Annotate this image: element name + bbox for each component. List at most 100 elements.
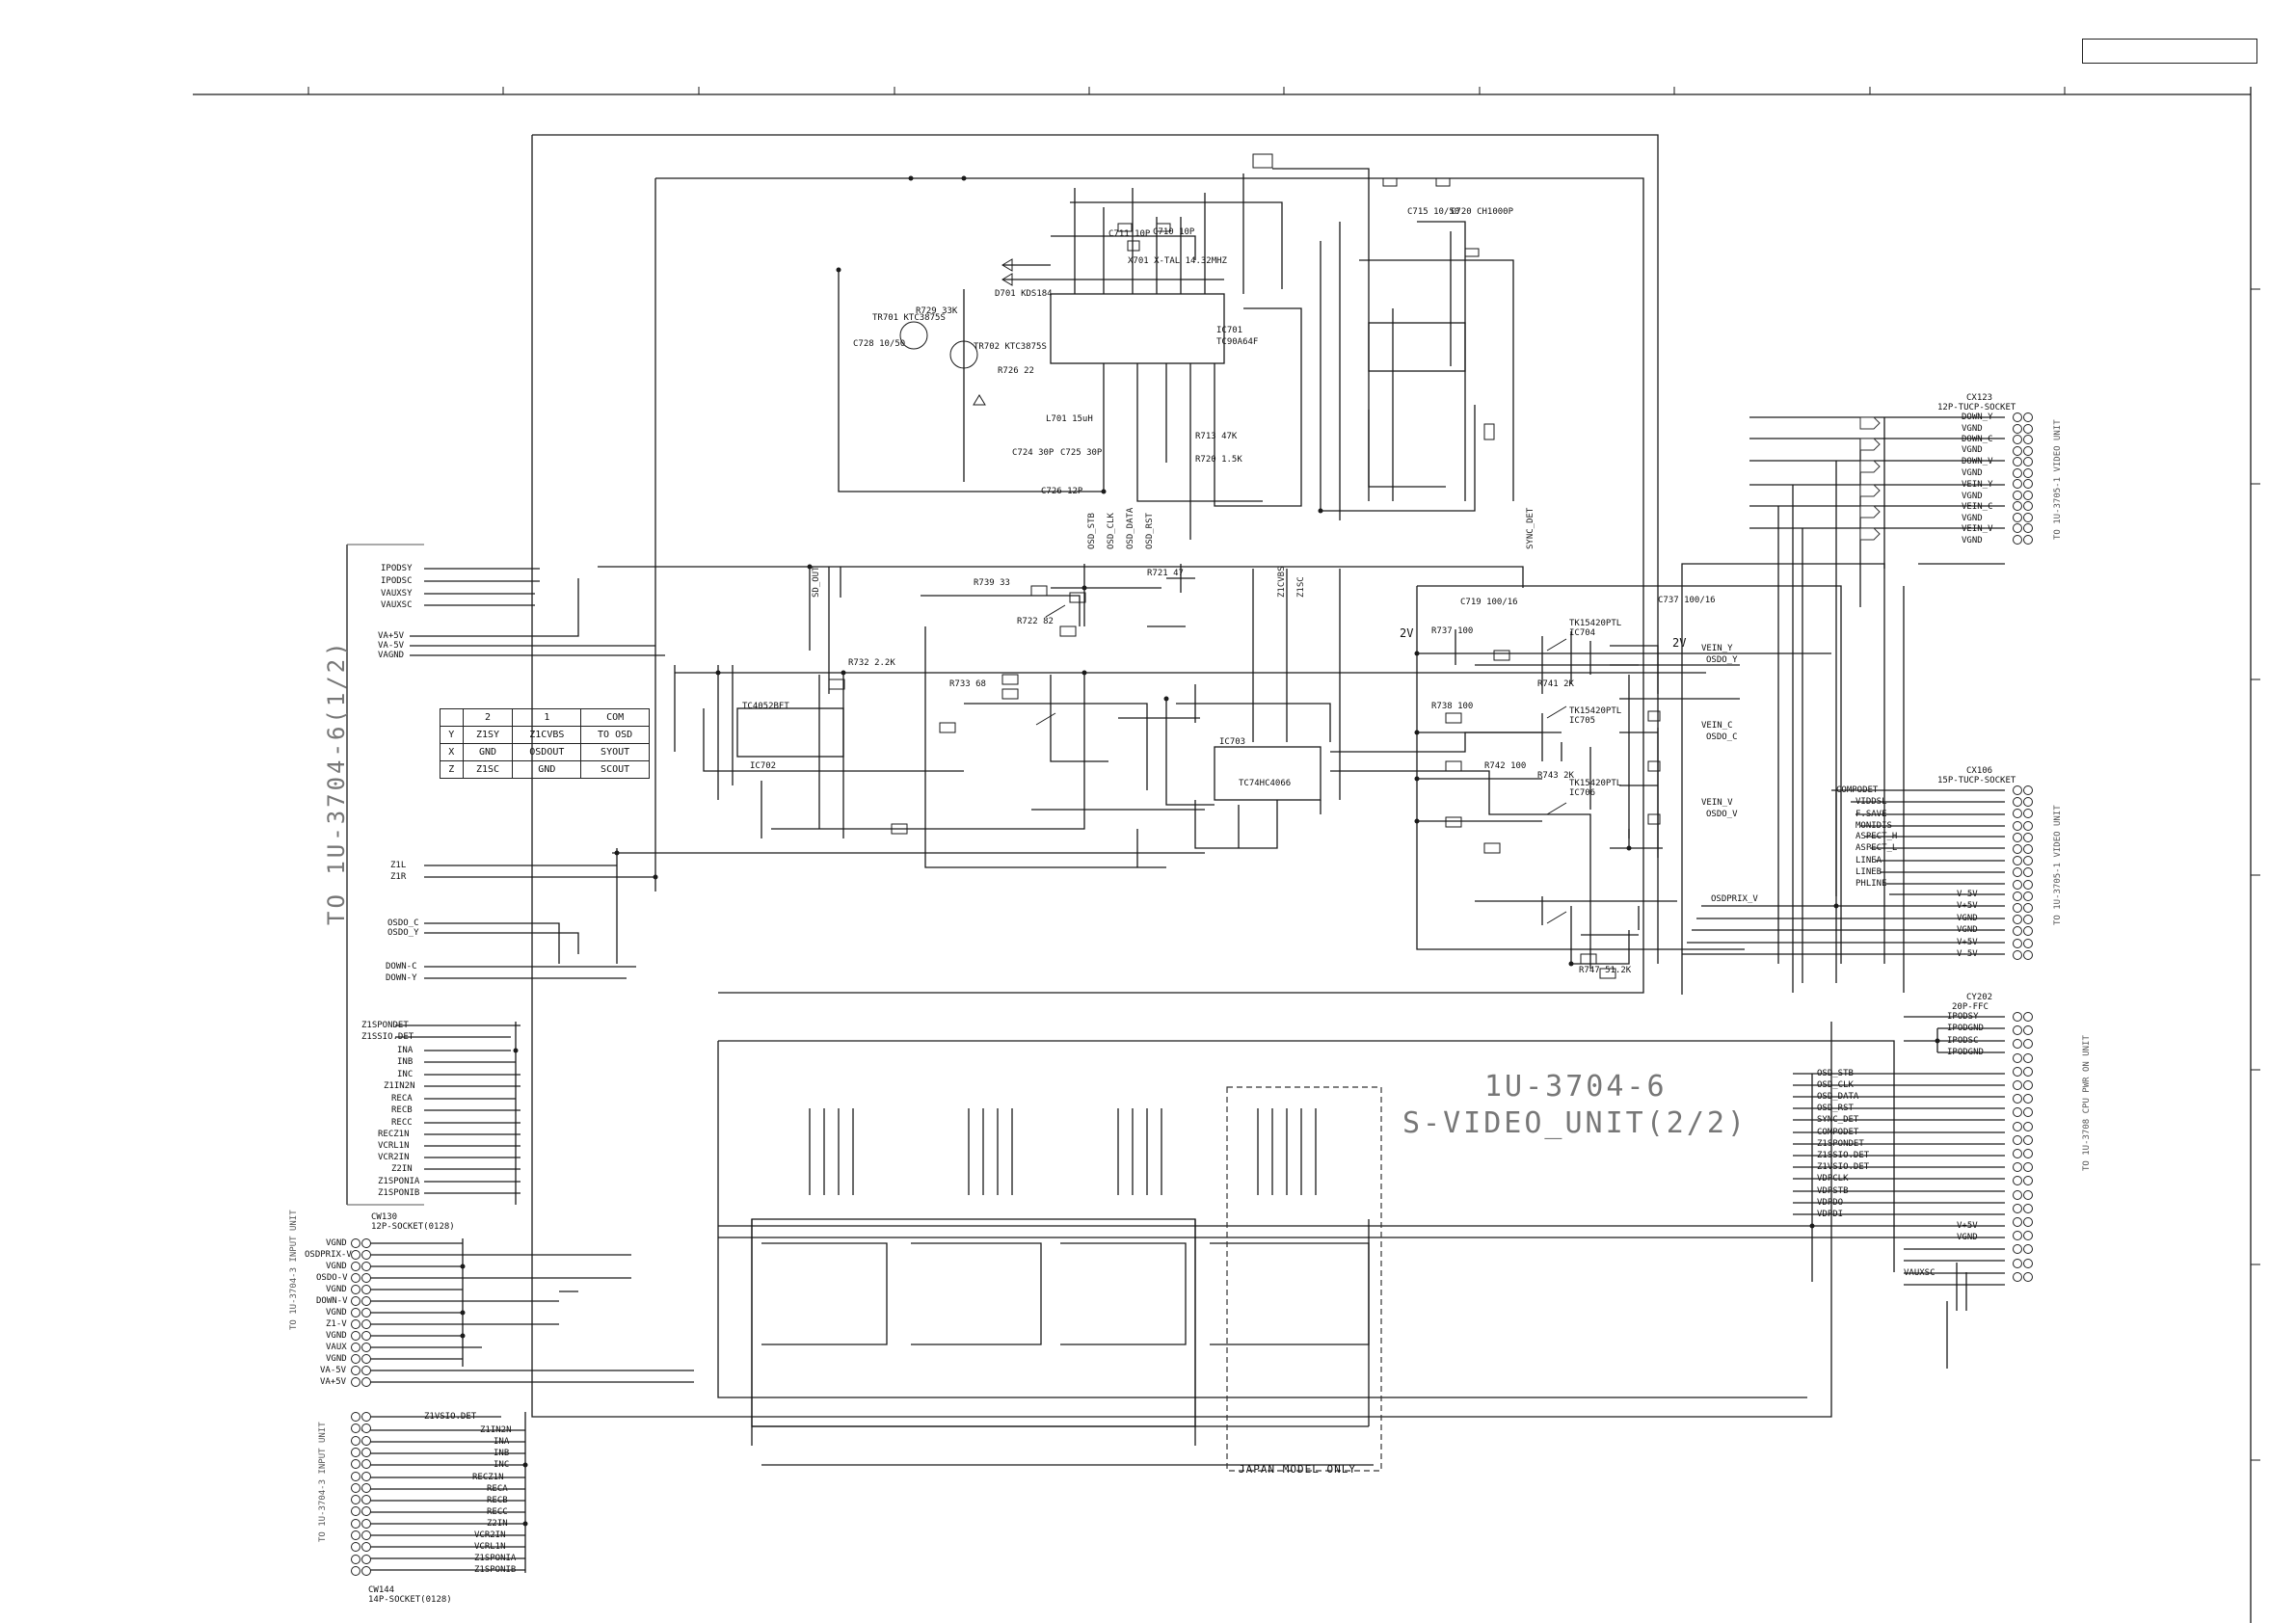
- connector-pin: [2023, 879, 2033, 890]
- ic-label-ic704: IC704: [1569, 628, 1596, 638]
- connector-pin: [351, 1354, 360, 1364]
- ic-label-ic705: IC705: [1569, 716, 1596, 726]
- bl-signal-5: Z1IN2N: [384, 1081, 415, 1091]
- connector-pin-label: VGND: [1962, 514, 1983, 523]
- connector-pin: [2023, 501, 2033, 511]
- connector-pin: [361, 1447, 371, 1457]
- connector-pin: [2023, 1231, 2033, 1241]
- connector-pin-label: VGND: [1957, 914, 1978, 923]
- connector-pin: [2023, 891, 2033, 901]
- connector-pin: [2023, 523, 2033, 533]
- connector-pin: [2023, 844, 2033, 854]
- table-cell: Z: [440, 760, 464, 779]
- connector-pin: [361, 1285, 371, 1294]
- ic-label-ic703: IC703: [1219, 737, 1246, 747]
- connector-pin-label: INB: [494, 1449, 510, 1458]
- connector-pin: [351, 1273, 360, 1283]
- part-label: R737 100: [1431, 626, 1474, 636]
- connector-pin-label: RECB: [487, 1496, 508, 1505]
- table-cell: Y: [440, 726, 464, 744]
- part-label: TR702 KTC3875S: [974, 342, 1047, 352]
- connector-pin: [2023, 1149, 2033, 1158]
- connector-pin-label: SYNC_DET: [1817, 1115, 1859, 1125]
- part-label: R713 47K: [1195, 432, 1238, 441]
- connector-pin-label: DOWN_Y: [1962, 412, 1993, 422]
- connector-pin: [351, 1331, 360, 1341]
- connector-pin: [361, 1238, 371, 1248]
- connector-pin: [2013, 1149, 2022, 1158]
- net-label-vein-v: VEIN_V: [1701, 798, 1733, 808]
- connector-cw130-ref: CW130: [371, 1212, 398, 1222]
- part-label: R739 33: [974, 578, 1010, 588]
- connector-pin-label: VDPCLK: [1817, 1174, 1849, 1184]
- power-signal-va-5v-minus: VA-5V: [378, 641, 405, 651]
- connector-pin: [2013, 820, 2022, 831]
- connector-pin-label: OSD_RST: [1817, 1104, 1854, 1113]
- connector-pin-label: VA-5V: [320, 1366, 347, 1375]
- connector-pin-label: V+5V: [1957, 901, 1978, 911]
- part-label: R721 47: [1147, 569, 1184, 578]
- connector-pin: [2013, 1231, 2022, 1241]
- table-cell: COM: [580, 708, 650, 727]
- connector-cy202-target: TO 1U-3708 CPU PWR ON UNIT: [2082, 1035, 2092, 1171]
- mid-signal-osdo-c: OSDO_C: [387, 918, 419, 928]
- connector-pin: [361, 1565, 371, 1576]
- connector-pin: [2013, 423, 2022, 434]
- connector-pin: [351, 1435, 360, 1446]
- connector-pin-label: RECA: [487, 1484, 508, 1494]
- connector-pin-label: VGND: [1962, 492, 1983, 501]
- connector-pin: [351, 1518, 360, 1529]
- connector-pin: [2023, 534, 2033, 545]
- connector-pin: [2023, 435, 2033, 444]
- connector-pin: [2023, 856, 2033, 866]
- connector-pin: [2023, 490, 2033, 500]
- connector-pin: [2023, 820, 2033, 831]
- connector-pin-label: OSDPRIX-V: [305, 1250, 352, 1260]
- connector-pin: [361, 1343, 371, 1352]
- connector-pin: [2023, 423, 2033, 434]
- connector-pin: [2023, 412, 2033, 422]
- connector-pin: [2023, 903, 2033, 913]
- connector-pin: [2013, 844, 2022, 854]
- connector-pin: [361, 1262, 371, 1271]
- connector-cx106-target: TO 1U-3705-1 VIDEO UNIT: [2053, 805, 2063, 925]
- part-label: R742 100: [1484, 761, 1527, 771]
- connector-pin: [2013, 926, 2022, 937]
- connector-pin-label: VGND: [326, 1354, 347, 1364]
- connector-pin: [361, 1308, 371, 1317]
- ic-label-ic701: IC701: [1216, 326, 1243, 335]
- connector-pin: [351, 1296, 360, 1306]
- connector-pin-label: COMPODET: [1817, 1128, 1859, 1137]
- connector-pin: [351, 1447, 360, 1457]
- connector-pin: [2023, 1066, 2033, 1077]
- connector-pin-label: VDPDO: [1817, 1198, 1844, 1208]
- connector-pin: [2023, 1189, 2033, 1200]
- connector-pin: [2013, 1039, 2022, 1050]
- connector-pin: [2013, 1052, 2022, 1063]
- connector-pin: [2023, 1134, 2033, 1145]
- part-label: L701 15uH: [1046, 414, 1093, 424]
- connector-pin: [2013, 534, 2022, 545]
- connector-pin-label: Z1SPONIB: [474, 1565, 517, 1575]
- bl-signal-13: Z1SPONIA: [378, 1177, 420, 1186]
- connector-pin: [351, 1262, 360, 1271]
- connector-cy202-desc: 20P-FFC: [1952, 1002, 1989, 1012]
- connector-pin: [2013, 435, 2022, 444]
- part-label: D701 KDS184: [995, 289, 1053, 299]
- connector-pin: [2023, 1121, 2033, 1131]
- connector-pin: [2023, 1025, 2033, 1036]
- part-label: C726 12P: [1041, 487, 1083, 496]
- ic-part-ic705: TK15420PTL: [1569, 706, 1622, 716]
- connector-pin: [2023, 785, 2033, 795]
- connector-pin: [351, 1471, 360, 1481]
- connector-pin-label: COMPODET: [1836, 785, 1879, 795]
- connector-pin-label: OSD_CLK: [1817, 1080, 1854, 1090]
- connector-pin: [2013, 1080, 2022, 1090]
- net-label-z1sc: Z1SC: [1296, 576, 1306, 598]
- connector-pin: [2023, 949, 2033, 960]
- connector-pin: [361, 1482, 371, 1493]
- connector-pin-label: VCRL1N: [474, 1542, 506, 1552]
- connector-pin-label: VDPSTB: [1817, 1186, 1849, 1196]
- net-label-z1cvbs: Z1CVBS: [1277, 566, 1287, 598]
